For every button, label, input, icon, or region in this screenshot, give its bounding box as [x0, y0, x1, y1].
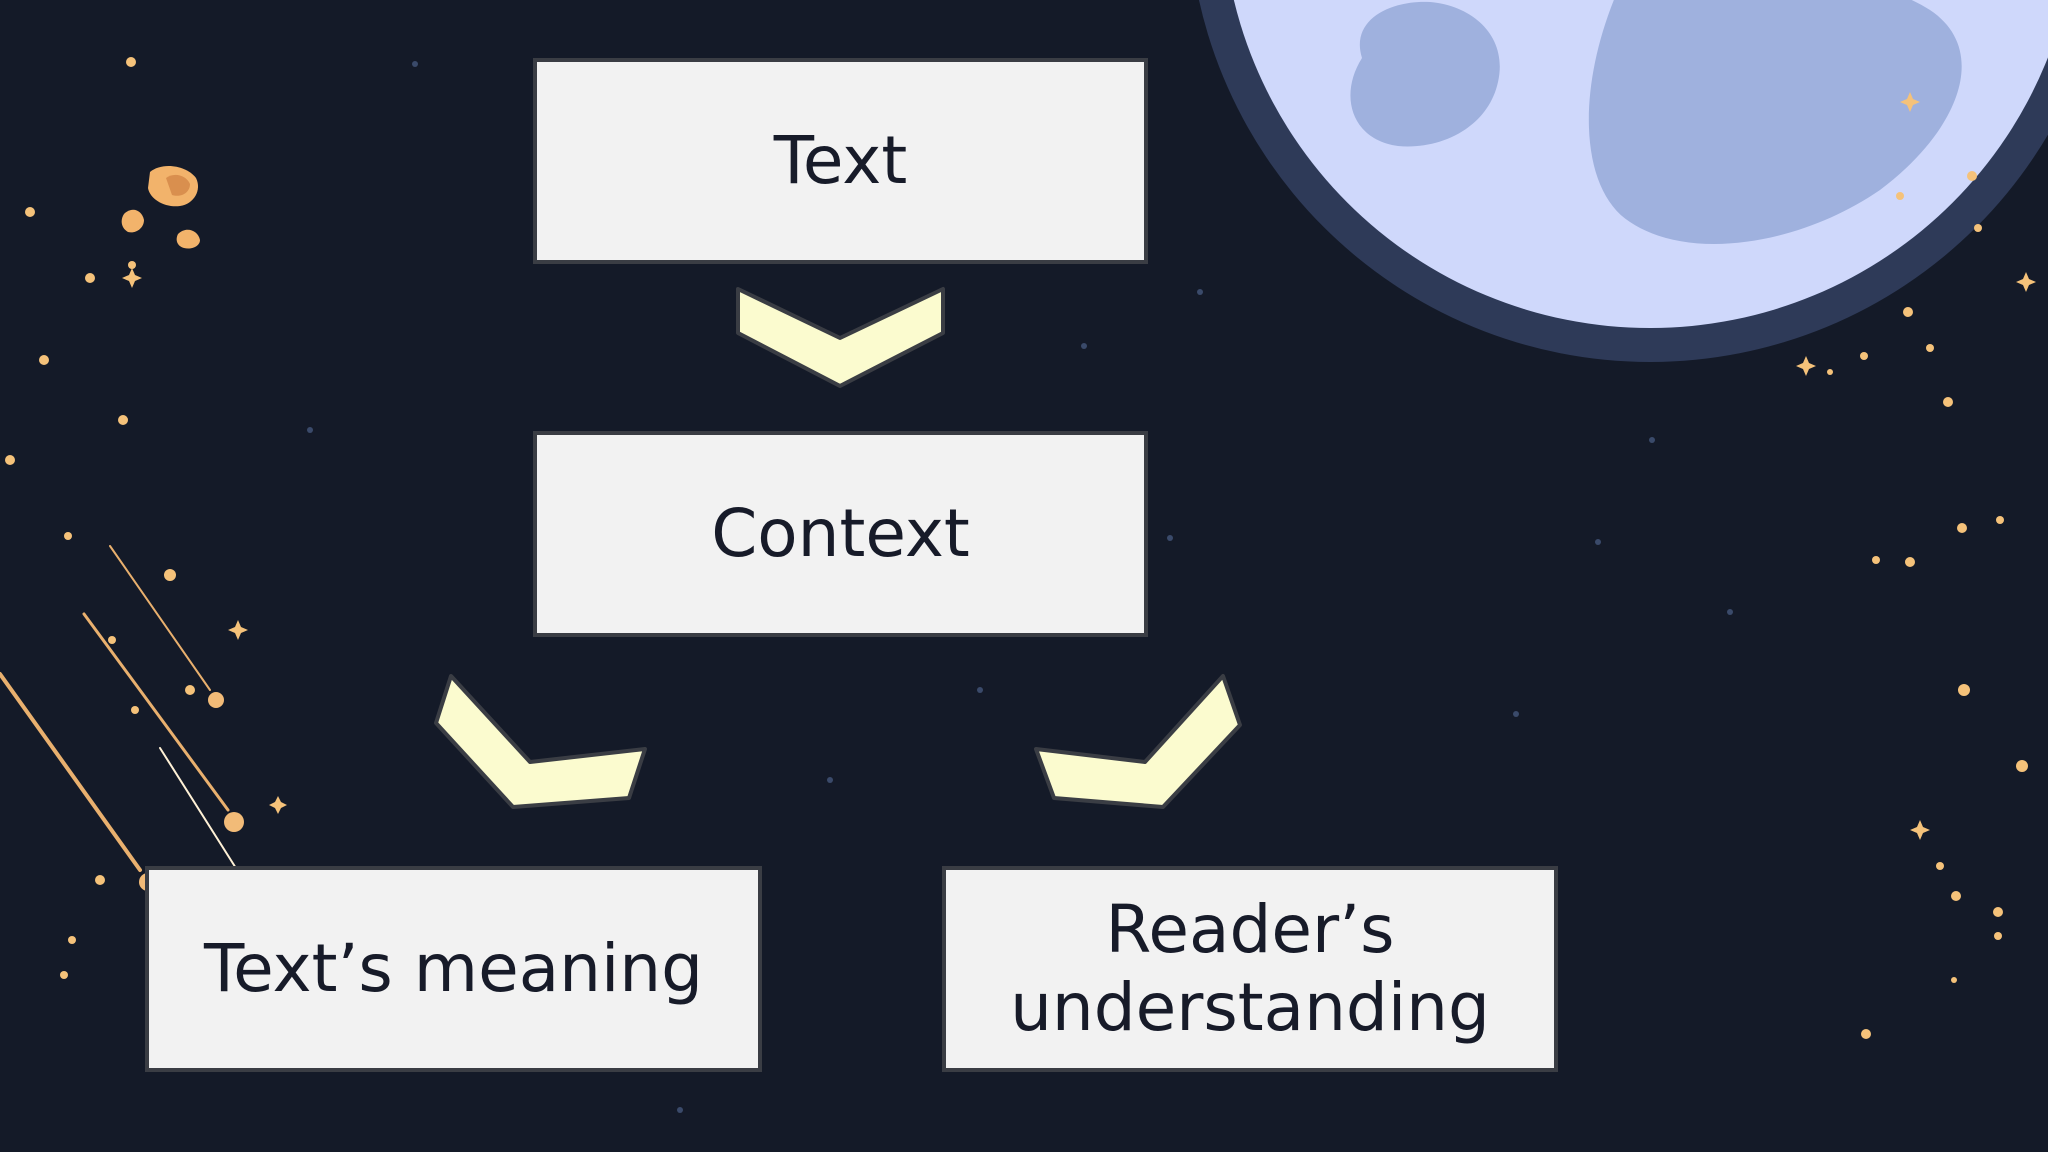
asteroid-rocks — [121, 166, 200, 249]
node-texts-meaning: Text’s meaning — [145, 866, 762, 1072]
node-readers-understanding-line2: understanding — [1010, 969, 1490, 1046]
node-text-label: Text — [773, 122, 908, 200]
node-texts-meaning-label: Text’s meaning — [203, 930, 704, 1008]
sparkle-stars — [122, 92, 2036, 840]
node-context: Context — [533, 431, 1148, 637]
moon-illustration — [1198, 0, 2048, 362]
node-readers-understanding: Reader’s understanding — [942, 866, 1558, 1072]
node-text: Text — [533, 58, 1148, 264]
node-readers-understanding-line1: Reader’s — [1105, 891, 1395, 969]
star-field — [5, 57, 2028, 1039]
meteor-streaks — [0, 545, 247, 891]
node-context-label: Context — [711, 495, 970, 573]
